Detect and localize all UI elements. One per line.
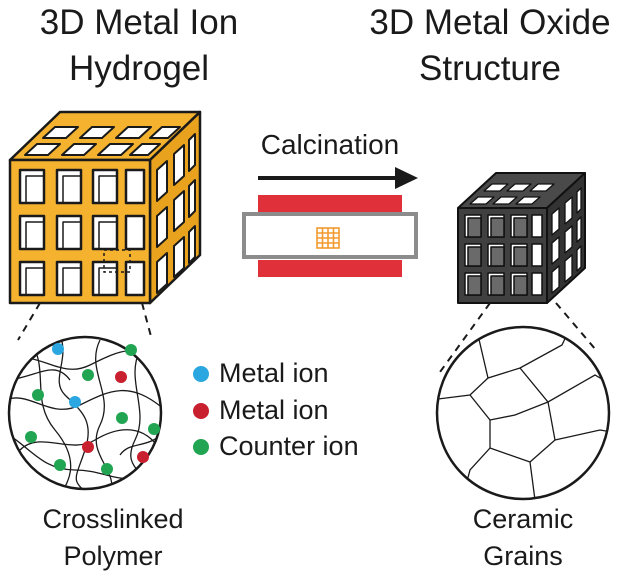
right-bottom-line1: Ceramic	[472, 504, 574, 534]
legend-dot-blue	[193, 365, 209, 382]
counter-ion	[148, 423, 160, 435]
legend-label: Metal ion	[219, 395, 329, 425]
left-bottom-line2: Polymer	[63, 541, 163, 571]
sample-icon	[316, 227, 340, 249]
legend-item-counter-ion: Counter ion	[193, 431, 359, 462]
polymer-network-circle	[7, 335, 163, 491]
zoom-line-left-b	[141, 302, 153, 341]
calcination-label: Calcination	[260, 129, 400, 160]
ceramic-grains-circle	[435, 325, 611, 501]
left-title-line1: 3D Metal Ion	[39, 3, 239, 42]
right-title-line2: Structure	[419, 49, 561, 88]
left-bottom-line1: Crosslinked	[42, 504, 184, 534]
metal-ion-red	[137, 451, 149, 463]
metal-ion-red	[82, 441, 94, 453]
legend-label: Metal ion	[219, 358, 329, 388]
furnace-tube	[242, 212, 418, 259]
zoom-line-left-a	[17, 302, 41, 341]
left-title-line2: Hydrogel	[68, 49, 210, 88]
right-title-line1: 3D Metal Oxide	[369, 3, 611, 42]
legend-dot-green	[193, 438, 209, 455]
counter-ion	[82, 369, 94, 381]
hydrogel-lattice-cube	[8, 110, 202, 305]
heater-bottom	[258, 260, 402, 277]
counter-ion	[32, 389, 44, 401]
counter-ion	[25, 431, 37, 443]
metal-ion-red	[115, 371, 127, 383]
counter-ion	[125, 344, 137, 356]
zoom-line-right-a	[439, 302, 491, 373]
counter-ion	[116, 412, 128, 424]
legend-item-metal-ion-blue: Metal ion	[193, 358, 329, 389]
calcination-furnace	[242, 167, 418, 277]
zoom-region-marker	[103, 249, 131, 273]
zoom-line-right-b	[555, 302, 597, 351]
legend-item-metal-ion-red: Metal ion	[193, 395, 329, 426]
metal-ion-blue	[69, 396, 81, 408]
metal-ion-blue	[52, 343, 64, 355]
counter-ion	[101, 463, 113, 475]
right-bottom-line2: Grains	[483, 541, 563, 571]
ion-dots	[25, 343, 160, 475]
process-arrow-head	[395, 167, 418, 189]
heater-top	[258, 195, 402, 213]
oxide-lattice-cube	[457, 172, 586, 304]
legend-label: Counter ion	[219, 431, 359, 461]
counter-ion	[54, 459, 66, 471]
legend-dot-red	[193, 402, 209, 419]
